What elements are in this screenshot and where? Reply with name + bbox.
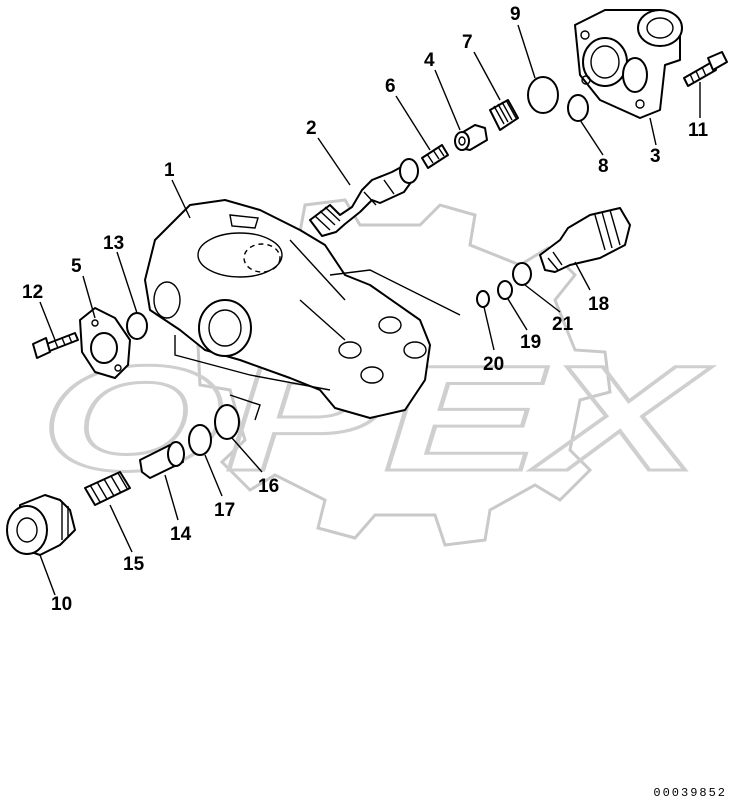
callout-18: 18: [588, 294, 609, 315]
callout-8: 8: [598, 156, 609, 177]
part-18-relief-valve: [539, 207, 631, 273]
part-21-o-ring: [512, 262, 532, 286]
part-20-o-ring: [476, 290, 490, 308]
part-10-plug: [6, 494, 76, 556]
callout-2: 2: [306, 118, 317, 139]
callout-20: 20: [483, 354, 504, 375]
callout-17: 17: [214, 500, 235, 521]
callout-7: 7: [462, 32, 473, 53]
callout-12: 12: [22, 282, 43, 303]
callout-5: 5: [71, 256, 82, 277]
part-14-poppet: [139, 441, 185, 479]
part-17-o-ring: [188, 424, 212, 456]
callout-15: 15: [123, 554, 145, 575]
part-1-valve-body: [144, 199, 461, 421]
callout-1: 1: [164, 160, 175, 181]
part-3-cover: [574, 9, 683, 119]
part-4-seat: [454, 124, 488, 151]
part-11-bolt: [683, 51, 728, 87]
document-number: 00039852: [653, 786, 727, 800]
part-9-o-ring: [527, 76, 559, 114]
callout-21: 21: [552, 314, 574, 335]
part-5-flange: [79, 307, 131, 379]
part-19-backup-ring: [497, 280, 513, 300]
part-2-spool: [309, 158, 419, 237]
callout-3: 3: [650, 146, 661, 167]
callout-6: 6: [385, 76, 396, 97]
part-12-bolt: [32, 332, 79, 359]
callout-labels: 1 2 3 4 5 6 7 8 9 10 11 12 13 14 15 16 1…: [22, 4, 709, 615]
callout-14: 14: [170, 524, 192, 545]
callout-19: 19: [520, 332, 541, 353]
part-8-o-ring: [567, 94, 589, 122]
part-13-o-ring: [126, 312, 148, 340]
part-7-spring: [489, 99, 519, 131]
callout-16: 16: [258, 476, 279, 497]
part-6-spring: [421, 144, 449, 169]
callout-10: 10: [51, 594, 72, 615]
part-15-spring: [84, 471, 131, 506]
callout-4: 4: [424, 50, 435, 71]
leader-lines: [39, 24, 701, 596]
part-16-o-ring: [214, 404, 240, 440]
callout-13: 13: [103, 233, 124, 254]
callout-9: 9: [510, 4, 521, 25]
callout-11: 11: [688, 120, 709, 141]
